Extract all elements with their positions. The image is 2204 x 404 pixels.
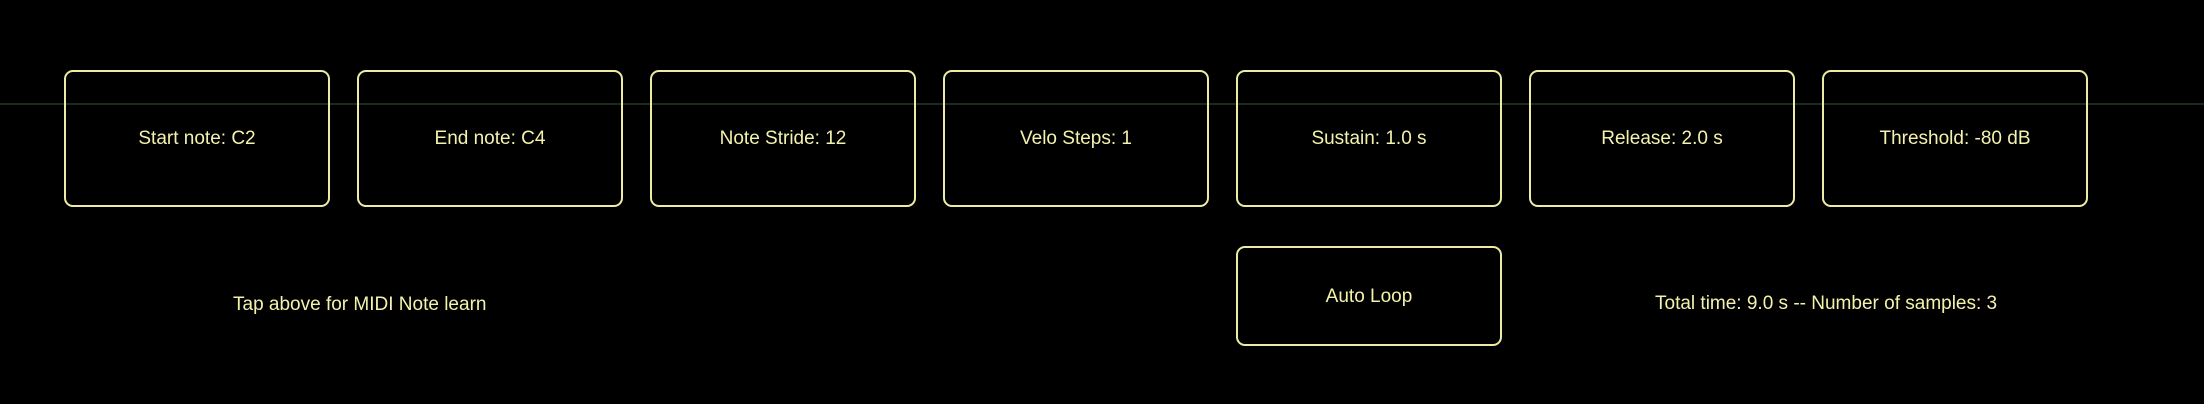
velo-steps-button[interactable]: Velo Steps: 1 xyxy=(943,70,1209,207)
status-summary: Total time: 9.0 s -- Number of samples: … xyxy=(1655,293,1998,314)
release-button[interactable]: Release: 2.0 s xyxy=(1529,70,1795,207)
auto-loop-button[interactable]: Auto Loop xyxy=(1236,246,1502,346)
threshold-label: Threshold: -80 dB xyxy=(1879,128,2031,149)
auto-loop-label: Auto Loop xyxy=(1325,285,1413,307)
note-stride-label: Note Stride: 12 xyxy=(719,128,847,149)
start-note-button[interactable]: Start note: C2 xyxy=(64,70,330,207)
velo-steps-label: Velo Steps: 1 xyxy=(1020,128,1132,149)
start-note-label: Start note: C2 xyxy=(138,128,256,149)
end-note-label: End note: C4 xyxy=(434,128,546,149)
midi-learn-hint: Tap above for MIDI Note learn xyxy=(233,294,487,315)
release-label: Release: 2.0 s xyxy=(1601,128,1723,149)
threshold-button[interactable]: Threshold: -80 dB xyxy=(1822,70,2088,207)
horizontal-divider xyxy=(0,103,2204,105)
note-stride-button[interactable]: Note Stride: 12 xyxy=(650,70,916,207)
sustain-label: Sustain: 1.0 s xyxy=(1311,128,1427,149)
end-note-button[interactable]: End note: C4 xyxy=(357,70,623,207)
sustain-button[interactable]: Sustain: 1.0 s xyxy=(1236,70,1502,207)
